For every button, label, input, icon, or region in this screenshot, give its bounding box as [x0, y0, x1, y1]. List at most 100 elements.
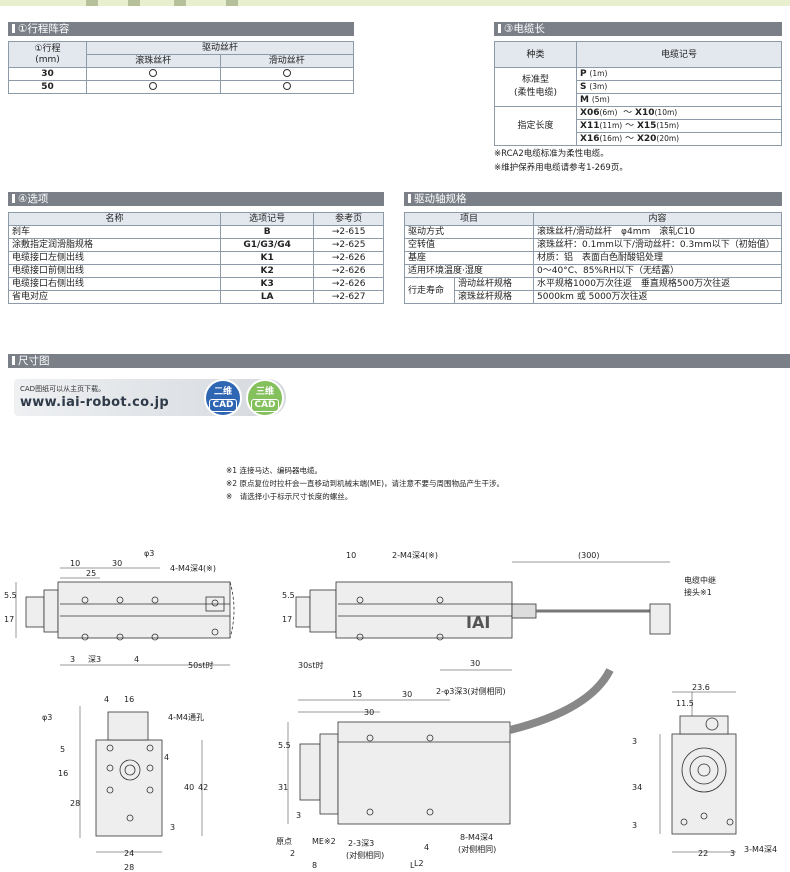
cable-note-1: ※RCA2电缆标准为柔性电缆。 — [494, 149, 609, 159]
available-mark-icon — [282, 69, 291, 77]
dim-label: 8-M4深4 — [460, 833, 493, 842]
top-view-50st — [15, 567, 235, 666]
dim-label: 50st时 — [188, 660, 213, 670]
cad-download-note: CAD图纸可以从主页下载。 — [20, 385, 106, 393]
dim-label: L2 — [414, 859, 424, 868]
cad-download-banner: CAD图纸可以从主页下载。 www.iai-robot.co.jp — [14, 379, 286, 416]
drawing-note-2: ※2 原点复位时拉杆会一直移动到机械末端(ME)，请注意不要与周围物品产生干涉。 — [226, 479, 504, 488]
drawing-note-3: ※ 请选择小于标示尺寸长度的螺丝。 — [226, 492, 353, 501]
cable-note-2: ※维护保养用电缆请参考1-269页。 — [494, 163, 628, 173]
dim-label: φ3 — [42, 713, 52, 722]
dim-label: 42 — [198, 783, 208, 792]
dim-label: φ3 — [144, 549, 154, 558]
dim-label: 5 — [60, 745, 65, 754]
stroke-table: ①行程(mm)驱动丝杆 滚珠丝杆滑动丝杆 30 50 — [8, 41, 354, 94]
dim-label: L — [410, 861, 415, 870]
table-row: X11(11m) ～ X15(15m) — [495, 119, 782, 133]
available-mark-icon — [149, 82, 158, 90]
table-row: 50 — [8, 80, 354, 94]
stroke-section-header: ①行程阵容 — [8, 22, 354, 36]
drive-table: 项目内容 驱动方式滚珠丝杆/滑动丝杆 φ4mm 滚轧C10 空转值滚珠丝杆：0.… — [403, 212, 782, 304]
dim-label: 28 — [70, 799, 80, 808]
table-row: X16(16m) ～ X20(20m) — [495, 132, 782, 146]
dim-label: 22 — [698, 849, 708, 858]
dim-label: ME※2 — [312, 837, 336, 846]
dim-label: 11.5 — [676, 699, 694, 708]
top-view-30st — [295, 561, 671, 671]
drive-section-header: 驱动轴规格 — [404, 192, 782, 206]
dim-label: 3 — [70, 655, 75, 664]
dim-label: 深3 — [88, 655, 101, 664]
table-row: 标准型(柔性电缆)P (1m) — [494, 67, 782, 107]
dim-label: (对侧相同) — [458, 844, 496, 854]
dim-label: 30 — [112, 559, 122, 568]
dim-label: 2 — [290, 849, 295, 858]
dim-label: 34 — [632, 783, 642, 792]
dim-label: 23.6 — [692, 683, 710, 692]
top-color-band — [0, 0, 790, 6]
dim-label: (300) — [578, 551, 600, 560]
dim-label: 3 — [632, 737, 637, 746]
dim-label: 4 — [424, 843, 429, 852]
dim-label: 3 — [296, 811, 301, 820]
dimension-drawing: 10 30 25 φ3 4-M4深4(※) 5.5 17 3 深3 4 50st… — [4, 549, 777, 872]
dim-label: 4 — [104, 695, 109, 704]
end-view-left — [79, 706, 203, 853]
dim-label: 4-M4通孔 — [168, 712, 204, 722]
dim-label: 4 — [134, 655, 139, 664]
dim-label: 16 — [124, 695, 134, 704]
options-section-header: ④选项 — [8, 192, 384, 206]
dim-label: 10 — [346, 551, 356, 560]
dim-label: 4 — [164, 753, 169, 762]
dim-label: 原点 — [276, 837, 292, 846]
drawing-note-1: ※1 连接马达、编码器电缆。 — [226, 466, 322, 475]
dim-label: 17 — [282, 615, 292, 624]
dim-label: 电缆中继 — [684, 575, 716, 585]
table-row: 行走寿命滑动丝杆规格水平规格1000万次往返 垂直规格500万次往返 — [404, 277, 782, 304]
dim-label: 40 — [184, 783, 194, 792]
cad-website-link[interactable]: www.iai-robot.co.jp — [20, 395, 169, 410]
table-row: 空转值滚珠丝杆：0.1mm以下/滑动丝杆：0.3mm以下（初始值） — [403, 238, 782, 252]
cable-section-header: ③电缆长 — [494, 22, 782, 36]
end-view-right — [659, 691, 737, 853]
dim-label: 17 — [4, 615, 14, 624]
available-mark-icon — [149, 69, 158, 77]
dim-label: 5.5 — [282, 591, 295, 600]
dim-label: (对侧相同) — [346, 850, 384, 860]
table-row: 基座材质：铝 表面白色耐酸铝处理 — [403, 251, 782, 265]
dim-label: 3 — [632, 821, 637, 830]
dim-label: 25 — [86, 569, 96, 578]
dim-label: 15 — [352, 690, 362, 699]
dim-label: 30 — [402, 690, 412, 699]
dim-label: 30 — [470, 659, 480, 668]
dim-label: 2-M4深4(※) — [392, 551, 438, 560]
dim-label: 接头※1 — [684, 587, 712, 597]
dimensions-section-header: 尺寸图 — [8, 354, 790, 368]
dim-label: 2-3深3 — [348, 839, 374, 848]
table-row: 30 — [8, 67, 354, 81]
dim-label: 8 — [312, 861, 317, 870]
dim-label: 3 — [170, 823, 175, 832]
table-row: 驱动方式滚珠丝杆/滑动丝杆 φ4mm 滚轧C10 — [403, 225, 782, 239]
iai-logo: IAI — [466, 613, 490, 632]
dim-label: 2-φ3深3(对侧相同) — [436, 686, 506, 696]
dim-label: 4-M4深4(※) — [170, 564, 216, 573]
cable-table: 种类电缆记号 标准型(柔性电缆)P (1m) S (3m) M (5m) 指定长… — [494, 41, 782, 146]
side-view — [287, 668, 614, 825]
dim-label: 5.5 — [4, 591, 17, 600]
dim-label: 3 — [730, 849, 735, 858]
available-mark-icon — [282, 82, 291, 90]
dim-label: 5.5 — [278, 741, 291, 750]
dim-label: 30 — [364, 708, 374, 717]
